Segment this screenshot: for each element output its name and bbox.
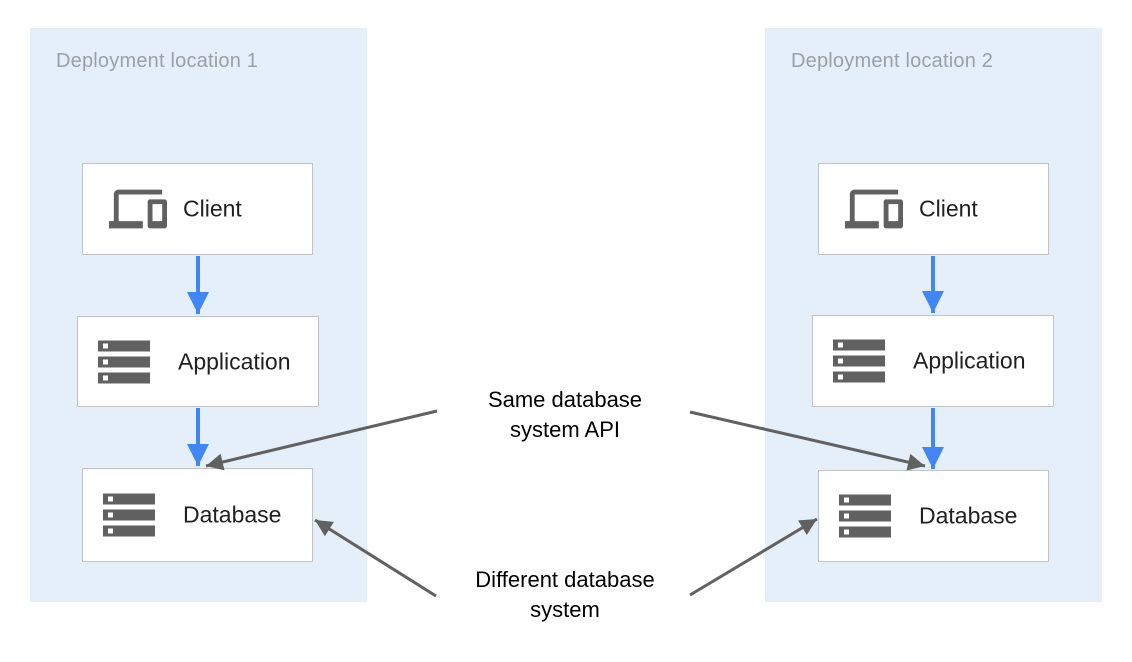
- annotation-line: Same database: [487, 387, 643, 412]
- node-client-1: Client: [82, 163, 313, 255]
- annotation-line: Different database: [475, 567, 655, 592]
- storage-icon: [98, 340, 150, 383]
- storage-icon: [833, 339, 885, 383]
- annotation-different-database-system: Different database system: [430, 565, 700, 625]
- devices-icon: [839, 180, 909, 238]
- node-database-2: Database: [818, 470, 1049, 562]
- node-application-2: Application: [812, 315, 1054, 407]
- node-application-1: Application: [77, 316, 319, 407]
- annotation-line: system: [530, 597, 600, 622]
- storage-icon: [839, 494, 891, 538]
- node-label: Database: [919, 502, 1018, 529]
- node-label: Client: [183, 195, 242, 222]
- annotation-line: system API: [509, 417, 621, 442]
- node-label: Application: [178, 348, 291, 374]
- storage-icon: [103, 493, 155, 537]
- panel-title-1: Deployment location 1: [56, 50, 259, 72]
- node-client-2: Client: [818, 163, 1049, 255]
- devices-icon: [103, 180, 173, 238]
- node-label: Application: [913, 347, 1026, 374]
- node-label: Client: [919, 195, 978, 222]
- panel-title-2: Deployment location 2: [791, 50, 994, 72]
- annotation-same-database-api: Same database system API: [430, 385, 700, 445]
- node-label: Database: [183, 501, 282, 528]
- node-database-1: Database: [82, 468, 313, 562]
